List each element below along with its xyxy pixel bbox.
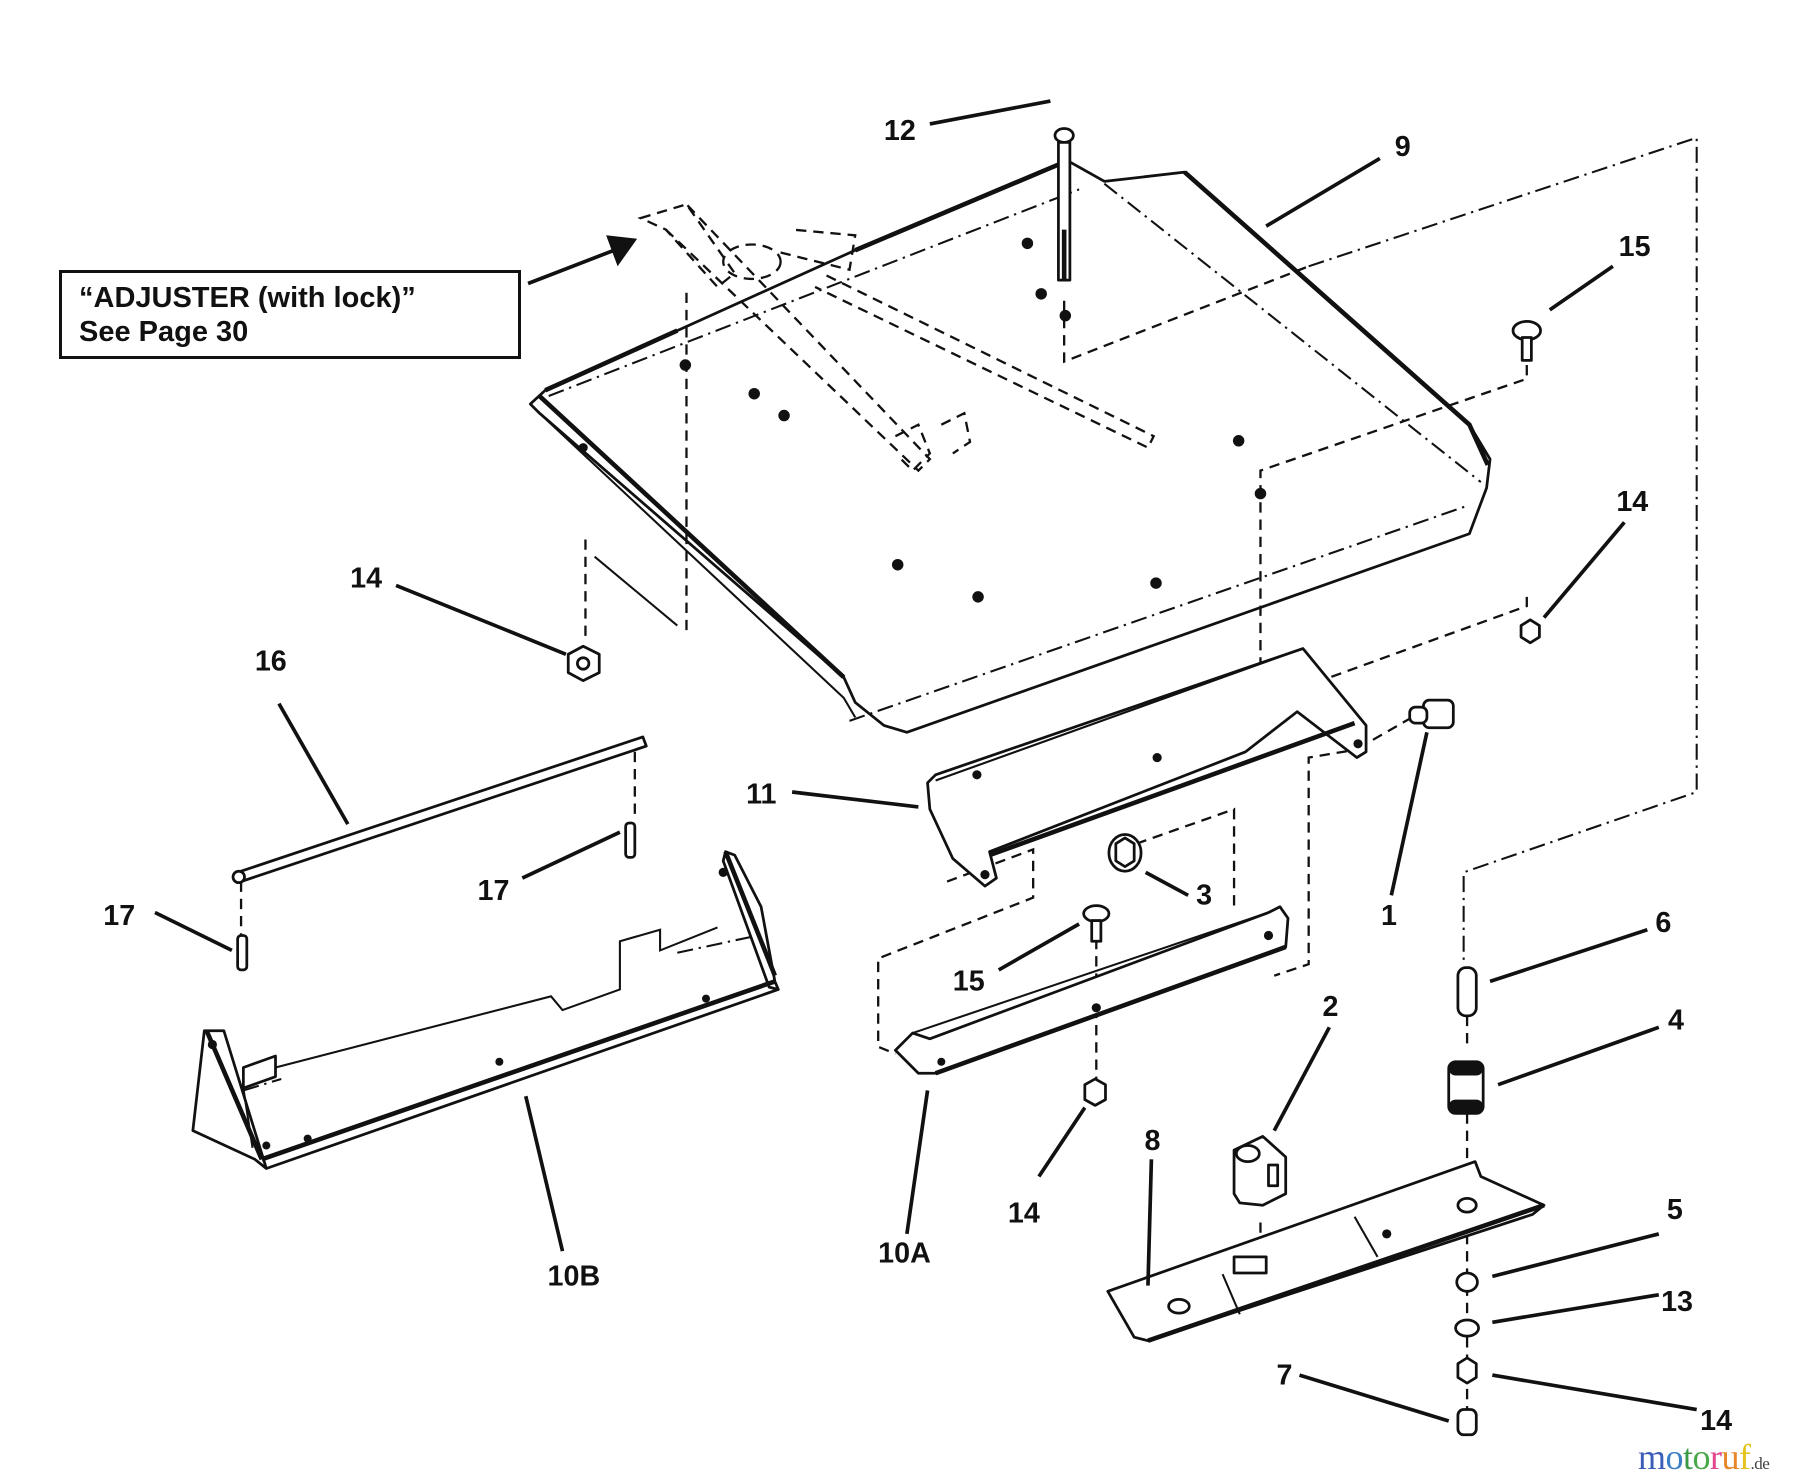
callout-9: 9 (1395, 131, 1411, 163)
callout-4: 4 (1668, 1005, 1684, 1037)
adjuster-outline (637, 202, 1156, 473)
callout-14-mid: 14 (1008, 1197, 1040, 1229)
bracket-part-11[interactable] (926, 647, 1368, 888)
assembly-lines (239, 136, 1698, 1418)
pin-part-17-left[interactable] (236, 934, 249, 972)
carriage-bolt-part-15-top[interactable] (1511, 320, 1542, 362)
bolt-part-12[interactable] (1053, 127, 1075, 282)
leader-lines (154, 99, 1697, 1423)
rod-part-16[interactable] (231, 735, 648, 885)
callout-17-left: 17 (103, 900, 135, 932)
logo-letter: u (1721, 1437, 1740, 1477)
callout-7: 7 (1277, 1359, 1293, 1391)
callout-11: 11 (746, 778, 776, 810)
spacer-part-6[interactable] (1456, 966, 1478, 1018)
logo-letter: r (1710, 1437, 1722, 1477)
washer-part-5[interactable] (1455, 1271, 1479, 1293)
nut-part-14-bottom[interactable] (1456, 1356, 1478, 1385)
seat-support-part-10a[interactable] (894, 905, 1290, 1076)
callout-3: 3 (1196, 879, 1212, 911)
note-title: “ADJUSTER (with lock)” (79, 282, 416, 314)
hinge-plate-part-8[interactable] (1106, 1160, 1546, 1343)
callout-labels: 12 9 15 14 14 16 11 1 17 17 3 6 15 2 4 8… (103, 115, 1732, 1437)
nut-part-14-right[interactable] (1519, 618, 1541, 645)
cap-part-7[interactable] (1456, 1408, 1478, 1437)
note-arrow (527, 235, 638, 286)
callout-12: 12 (884, 115, 916, 147)
callout-14-right: 14 (1616, 486, 1648, 518)
seat-pan-part-9[interactable] (528, 158, 1492, 734)
callout-16: 16 (255, 645, 287, 677)
callout-1: 1 (1381, 900, 1397, 932)
flange-nut-part-3[interactable] (1107, 833, 1143, 873)
carriage-bolt-part-15-mid[interactable] (1082, 904, 1111, 943)
callout-10b: 10B (548, 1261, 601, 1293)
callout-13: 13 (1661, 1286, 1693, 1318)
lock-washer-part-13[interactable] (1454, 1318, 1480, 1338)
callout-2: 2 (1322, 991, 1338, 1023)
motoruf-watermark-logo: motoruf.de (1638, 1436, 1770, 1478)
callout-15-mid: 15 (953, 966, 985, 998)
shoulder-bolt-part-1[interactable] (1408, 698, 1455, 730)
note-page-reference: See Page 30 (79, 316, 249, 348)
logo-letter: t (1683, 1437, 1693, 1477)
callout-14-left: 14 (350, 563, 382, 595)
logo-letter: o (1692, 1437, 1711, 1477)
logo-letter: f (1739, 1437, 1751, 1477)
callout-17-right: 17 (478, 875, 510, 907)
logo-tld: .de (1750, 1454, 1770, 1473)
callout-5: 5 (1667, 1194, 1683, 1226)
nut-part-14-left[interactable] (566, 644, 601, 683)
callout-8: 8 (1145, 1125, 1161, 1157)
callout-6: 6 (1655, 907, 1671, 939)
bushing-part-4[interactable] (1447, 1060, 1485, 1115)
logo-letter: o (1665, 1437, 1684, 1477)
callout-10a: 10A (878, 1238, 931, 1270)
seat-support-part-10b[interactable] (191, 850, 780, 1170)
pin-part-17-right[interactable] (624, 821, 637, 859)
nut-part-14-mid[interactable] (1083, 1077, 1107, 1107)
callout-15-top: 15 (1619, 231, 1651, 263)
callout-14-bottom: 14 (1700, 1405, 1732, 1437)
logo-letter: m (1638, 1437, 1666, 1477)
switch-part-2[interactable] (1232, 1134, 1288, 1207)
adjuster-reference-note: “ADJUSTER (with lock)” See Page 30 (59, 270, 521, 359)
